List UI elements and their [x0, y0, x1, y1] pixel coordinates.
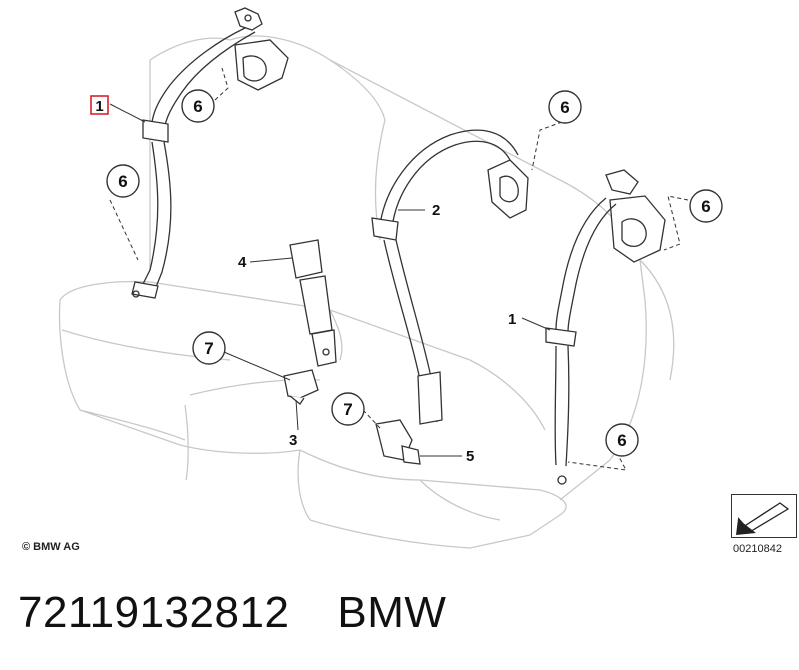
callout-2: 2 — [432, 202, 440, 219]
right-belt-assembly — [545, 169, 666, 485]
callout-1-boxed: 1 — [90, 95, 109, 115]
rear-seat-outline — [58, 35, 675, 549]
callout-1-right: 1 — [508, 311, 516, 328]
callout-7-left: 7 — [192, 331, 226, 365]
buckle-5 — [375, 419, 421, 465]
middle-belt-2 — [371, 129, 529, 425]
callout-6-middle-top: 6 — [548, 90, 582, 124]
left-belt-assembly — [131, 7, 289, 299]
callout-5: 5 — [466, 448, 474, 465]
leader-lines — [109, 67, 689, 471]
buckle-3 — [283, 369, 319, 405]
brand-name: BMW — [337, 588, 447, 637]
callout-7-middle: 7 — [331, 392, 365, 426]
svg-text:1: 1 — [95, 98, 103, 115]
callout-6-left-top: 6 — [181, 89, 215, 123]
reference-code: 00210842 — [733, 543, 782, 555]
svg-text:7: 7 — [343, 400, 352, 419]
callout-6-right-top: 6 — [689, 189, 723, 223]
reference-box — [731, 494, 797, 538]
copyright-notice: © BMW AG — [22, 541, 80, 553]
svg-text:6: 6 — [701, 197, 710, 216]
callout-6-right-bottom: 6 — [605, 423, 639, 457]
svg-text:7: 7 — [204, 339, 213, 358]
arrow-pointer-icon — [736, 502, 790, 535]
svg-text:6: 6 — [560, 98, 569, 117]
part-number: 72119132812 — [18, 588, 290, 637]
callout-3: 3 — [289, 432, 297, 449]
svg-text:6: 6 — [118, 172, 127, 191]
svg-text:6: 6 — [617, 431, 626, 450]
callout-4: 4 — [238, 254, 247, 271]
footer: 72119132812 BMW — [18, 588, 446, 638]
svg-text:6: 6 — [193, 97, 202, 116]
seat-belt-exploded-diagram: 6 6 6 6 6 7 7 1 2 3 4 5 1 — [58, 7, 723, 549]
middle-buckle-4 — [289, 239, 337, 367]
callout-6-left-mid: 6 — [106, 164, 140, 198]
